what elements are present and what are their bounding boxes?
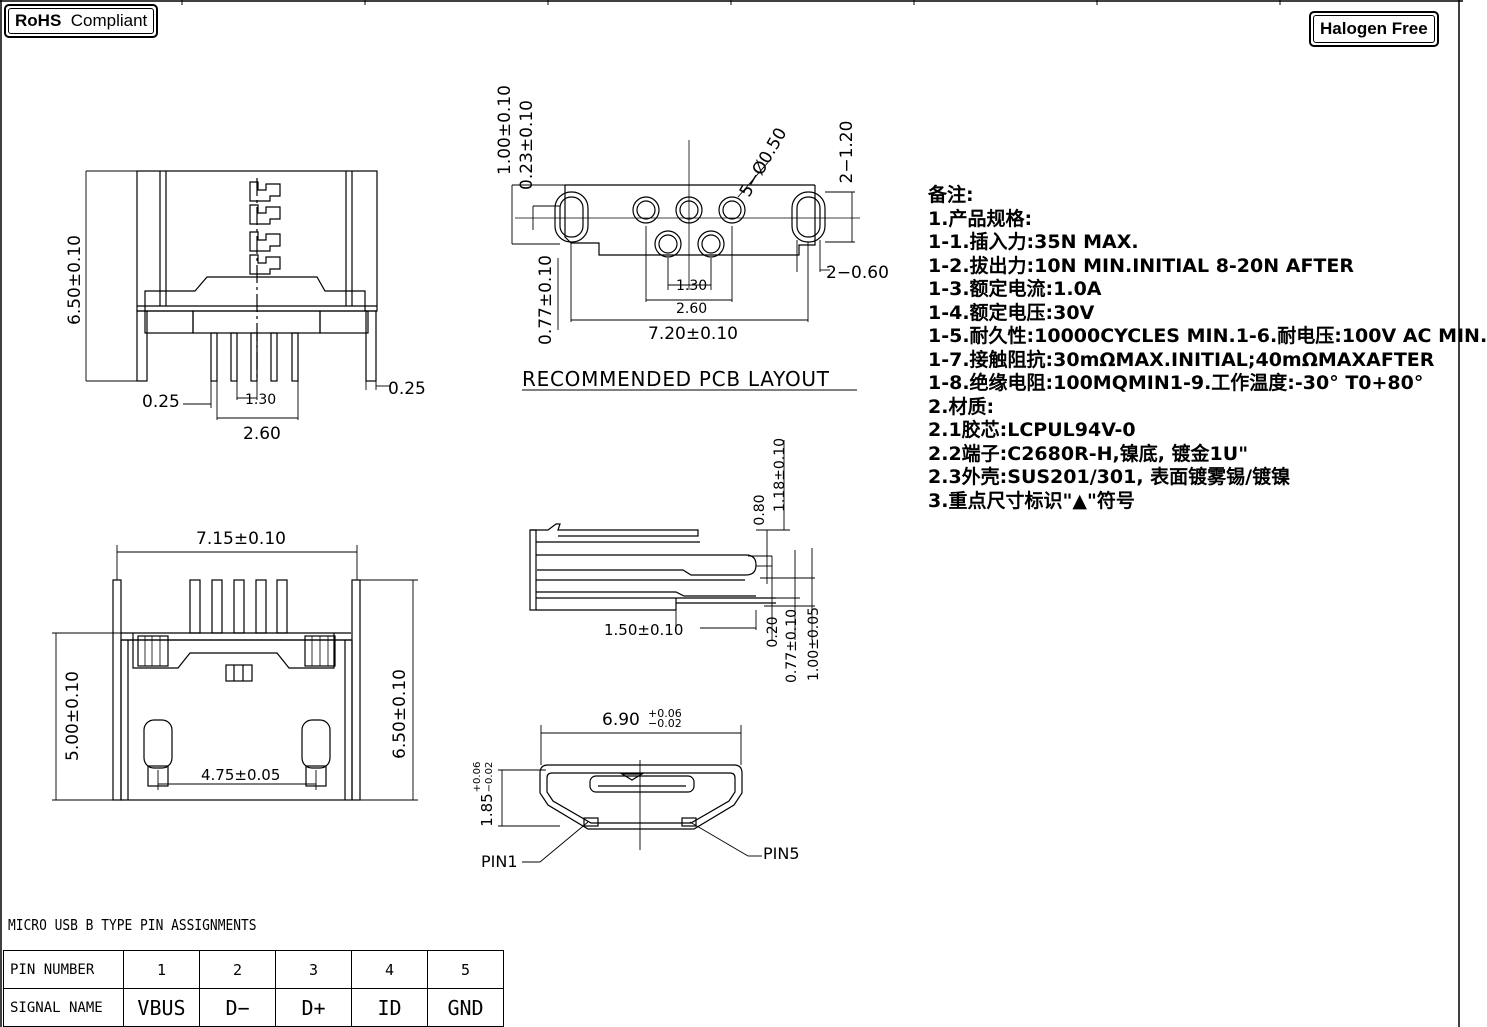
pin-number-header: PIN NUMBER xyxy=(3,950,124,989)
dim-top-span: 2.60 xyxy=(243,424,281,444)
pcb-slot-right xyxy=(791,191,826,243)
rohs-compliant-badge: RoHS Compliant xyxy=(4,4,159,38)
dim-side-020: 0.20 xyxy=(765,616,781,647)
housing-body xyxy=(144,276,366,311)
front-view-window xyxy=(225,664,253,682)
pin-number-cell: 5 xyxy=(427,950,504,989)
note-line: 1-5.耐久性:10000CYCLES MIN.1-6.耐电压:100V AC … xyxy=(928,325,1487,347)
signal-name-cell: GND xyxy=(427,988,504,1027)
note-line: 1-1.插入力:35N MAX. xyxy=(928,231,1139,253)
dim-opening-width: 6.90 xyxy=(602,710,640,730)
rohs-label: RoHS xyxy=(15,11,62,30)
note-line: 1-4.额定电压:30V xyxy=(928,301,1095,324)
table-row: PIN NUMBER 1 2 3 4 5 xyxy=(3,950,504,989)
note-line: 2.材质: xyxy=(928,395,995,418)
side-view-top xyxy=(530,523,699,537)
table-row: SIGNAL NAME VBUS D− D+ ID GND xyxy=(3,988,504,1027)
dim-opening-width-tol-dn: −0.02 xyxy=(648,717,682,730)
pcb-slot-left xyxy=(554,191,589,243)
pcb-outline xyxy=(564,184,816,256)
pin-assignment-table: PIN NUMBER 1 2 3 4 5 SIGNAL NAME VBUS D−… xyxy=(3,950,504,1027)
note-line: 1-2.拔出力:10N MIN.INITIAL 8-20N AFTER xyxy=(928,254,1355,277)
pin-number-cell: 4 xyxy=(351,950,428,989)
dim-opening-width-tol-up: +0.06 xyxy=(648,707,682,720)
dim-front-right-height: 6.50±0.10 xyxy=(390,669,410,759)
signal-name-cell: VBUS xyxy=(123,988,200,1027)
note-line: 1-8.绝缘电阻:100MQMIN1-9.工作温度:-30° T0+80° xyxy=(928,372,1424,394)
pcb-layout-title: RECOMMENDED PCB LAYOUT xyxy=(522,367,830,391)
spec-notes: 备注: 1.产品规格: 1-1.插入力:35N MAX. 1-2.拔出力:10N… xyxy=(928,184,1487,513)
dim-side-150: 1.50±0.10 xyxy=(604,621,683,639)
dim-top-pitch: 1.30 xyxy=(245,392,276,408)
dim-side-080: 0.80 xyxy=(752,494,768,525)
dim-top-lead-left: 0.25 xyxy=(142,392,180,412)
dim-opening-height-tol-dn: −0.02 xyxy=(484,762,495,793)
dim-pcb-row-offset: 0.77±0.10 xyxy=(536,255,556,345)
pin-number-cell: 2 xyxy=(199,950,276,989)
dim-pcb-pitch: 1.30 xyxy=(676,278,707,294)
note-line: 2.1胶芯:LCPUL94V-0 xyxy=(928,419,1136,441)
note-line: 备注: xyxy=(928,184,974,206)
pin1-label: PIN1 xyxy=(481,852,518,871)
dim-pcb-width: 7.20±0.10 xyxy=(648,324,738,344)
front-view-body xyxy=(120,639,353,801)
dim-pcb-span: 2.60 xyxy=(676,301,707,317)
note-line: 1-3.额定电流:1.0A xyxy=(928,278,1102,300)
note-line: 2.3外壳:SUS201/301, 表面镀雾锡/镀镍 xyxy=(928,466,1291,488)
signal-name-header: SIGNAL NAME xyxy=(3,988,124,1027)
dim-side-100: 1.00±0.05 xyxy=(806,607,822,681)
dim-opening-height: 1.85 xyxy=(478,793,496,826)
dim-side-118: 1.18±0.10 xyxy=(772,438,788,512)
note-line: 1-7.接触阻抗:30mΩMAX.INITIAL;40mΩMAXAFTER xyxy=(928,348,1435,371)
pin-number-cell: 3 xyxy=(275,950,352,989)
signal-name-cell: D+ xyxy=(275,988,352,1027)
top-view-pins xyxy=(210,332,299,382)
dim-front-peg-span: 4.75±0.05 xyxy=(201,766,280,784)
dim-pcb-slot-h: 2−1.20 xyxy=(837,121,857,184)
pin-table-caption: MICRO USB B TYPE PIN ASSIGNMENTS xyxy=(8,916,257,934)
note-line: 3.重点尺寸标识"▲"符号 xyxy=(928,489,1135,512)
note-line: 1.产品规格: xyxy=(928,207,1033,230)
opening-tongue xyxy=(589,775,695,793)
opening-outer xyxy=(539,764,743,830)
dim-top-lead-right: 0.25 xyxy=(388,379,426,399)
dim-front-width: 7.15±0.10 xyxy=(196,529,286,549)
halogen-free-label: Halogen Free xyxy=(1313,15,1435,43)
front-view-pegs xyxy=(143,719,331,787)
signal-name-cell: ID xyxy=(351,988,428,1027)
note-line: 2.2端子:C2680R-H,镍底, 镀金1U" xyxy=(928,442,1249,465)
pcb-holes xyxy=(632,196,746,258)
dim-opening-height-tol-up: +0.06 xyxy=(472,762,483,793)
dim-pcb-slot-w: 2−0.60 xyxy=(826,263,889,283)
dim-pcb-v1: 1.00±0.10 xyxy=(495,85,515,175)
dim-pcb-v2: 0.23±0.10 xyxy=(517,100,537,190)
contact-springs xyxy=(249,181,281,275)
signal-name-cell: D− xyxy=(199,988,276,1027)
dim-front-left-height: 5.00±0.10 xyxy=(63,671,83,761)
compliant-label: Compliant xyxy=(70,11,148,30)
halogen-free-badge: Halogen Free xyxy=(1309,11,1439,47)
front-view-pins xyxy=(189,579,288,634)
dim-side-077: 0.77±0.10 xyxy=(784,609,800,683)
dim-top-height: 6.50±0.10 xyxy=(65,235,85,325)
pin5-label: PIN5 xyxy=(763,844,800,863)
pin-number-cell: 1 xyxy=(123,950,200,989)
